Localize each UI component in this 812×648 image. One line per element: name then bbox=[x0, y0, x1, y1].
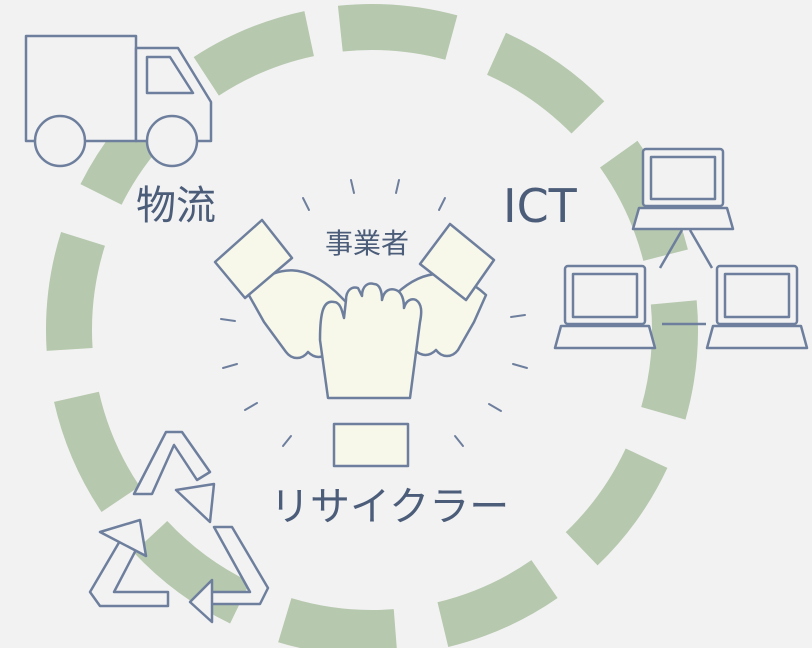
recycle-icon bbox=[88, 430, 270, 624]
right-cuff bbox=[418, 222, 496, 302]
label-recycler: リサイクラー bbox=[270, 484, 510, 530]
label-business: 事業者 bbox=[325, 227, 410, 260]
laptop-network-icon bbox=[553, 147, 809, 350]
center-cuff bbox=[332, 422, 410, 468]
center-hand bbox=[318, 282, 423, 400]
network-line bbox=[658, 229, 714, 326]
laptop-left bbox=[553, 264, 657, 350]
laptop-right bbox=[705, 264, 809, 350]
cycle-ring bbox=[46, 3, 698, 648]
label-logistics: 物流 bbox=[136, 183, 216, 229]
truck-icon bbox=[24, 34, 213, 168]
label-ict: ICT bbox=[503, 179, 577, 233]
joined-hands-icon bbox=[213, 179, 528, 468]
radiating-lines bbox=[220, 179, 528, 447]
laptop-top bbox=[631, 147, 735, 231]
left-cuff bbox=[213, 218, 294, 300]
